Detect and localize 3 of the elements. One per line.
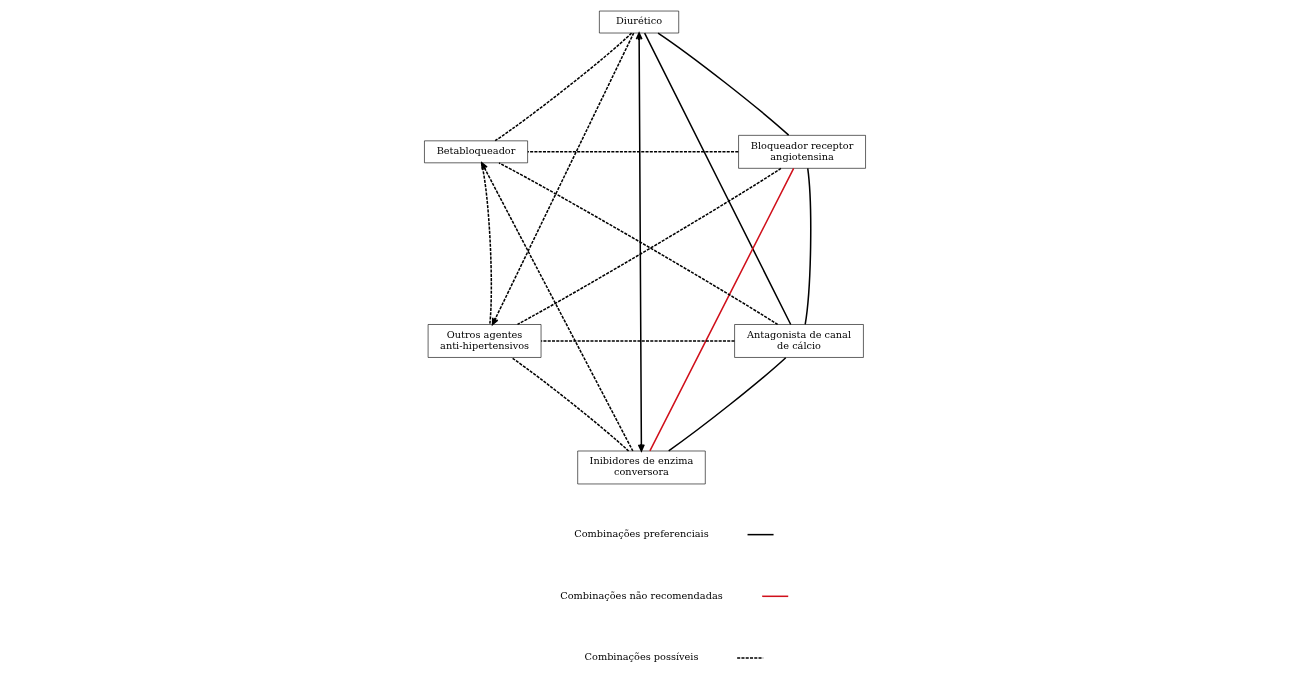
legend-label: Combinações preferenciais (574, 527, 709, 539)
legend-label: Combinações não recomendadas (560, 589, 723, 601)
legend-label: Combinações possíveis (584, 651, 699, 663)
